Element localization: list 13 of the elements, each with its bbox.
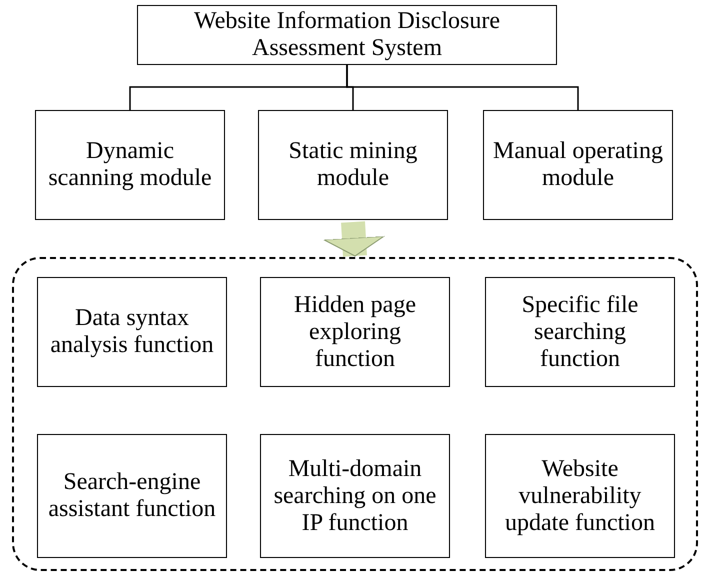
module-box: Specific file searching function	[485, 277, 675, 387]
module-box: Multi-domain searching on one IP function	[260, 434, 450, 558]
module-box: Dynamic scanning module	[35, 110, 225, 220]
module-box: Manual operating module	[483, 110, 673, 220]
module-box: Website vulnerability update function	[485, 434, 675, 558]
dashed-group-frame	[12, 257, 698, 571]
module-box: Static mining module	[258, 110, 448, 220]
module-box: Search-engine assistant function	[37, 434, 227, 558]
module-box: Data syntax analysis function	[37, 277, 227, 387]
module-box: Hidden page exploring function	[260, 277, 450, 387]
block-arrow	[324, 221, 384, 257]
module-box: Website Information Disclosure Assessment System	[137, 5, 557, 65]
connector-line	[346, 65, 579, 110]
